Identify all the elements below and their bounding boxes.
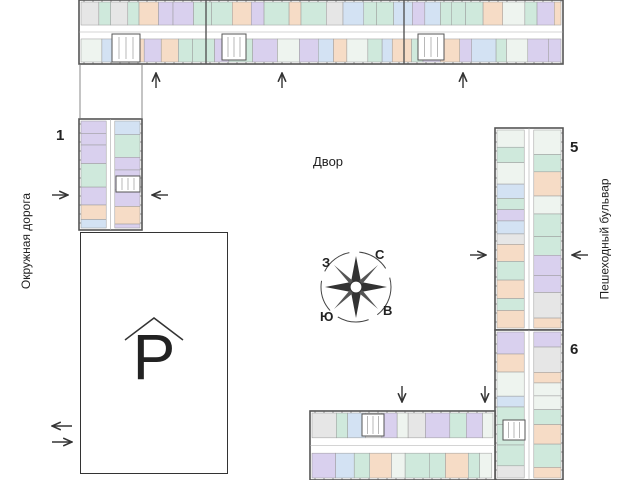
staircase-core [115, 175, 141, 193]
building-top [78, 0, 564, 65]
gallery-connector [79, 65, 143, 118]
compass-east-label: В [383, 303, 393, 318]
courtyard-label: Двор [313, 154, 344, 169]
section-number-5: 5 [570, 139, 579, 156]
building-section-5 [494, 127, 564, 331]
compass-rose-icon [320, 251, 392, 323]
building-section-6 [494, 329, 564, 480]
right-road-label: Пешеходный бульвар [597, 178, 612, 300]
parking-roof-icon [124, 317, 184, 341]
section-number-1: 1 [56, 127, 65, 144]
parking-letter: P [132, 321, 176, 393]
staircase-core [221, 33, 247, 61]
compass-south-label: Ю [320, 309, 334, 324]
staircase-core [417, 33, 445, 61]
compass-west-label: З [322, 255, 331, 270]
building-bottom [309, 410, 496, 480]
parking-lot [80, 232, 228, 474]
building-section-1 [78, 118, 143, 231]
staircase-core [111, 33, 141, 63]
staircase-core [361, 413, 385, 437]
left-road-label: Окружная дорога [19, 192, 34, 290]
staircase-core [502, 419, 526, 441]
section-number-6: 6 [570, 341, 579, 358]
compass-north-label: С [375, 247, 385, 262]
